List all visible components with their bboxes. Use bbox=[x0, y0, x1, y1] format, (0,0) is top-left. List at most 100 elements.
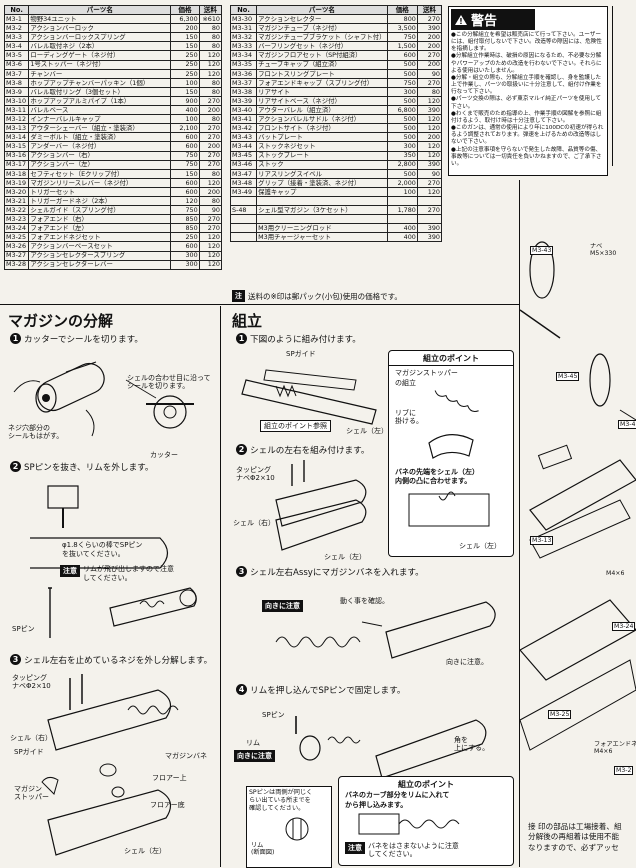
cell-part-name: フォアエンドキャップ（スプリング付） bbox=[256, 77, 388, 88]
cell-part-no: M3-11 bbox=[3, 105, 30, 116]
cell-price: 3,500 bbox=[386, 23, 418, 34]
asm-step-3: 3 シェル左右Assyにマガジンバネを入れます。 bbox=[236, 566, 424, 578]
cutter-label: カッター bbox=[150, 451, 178, 459]
rim-label: リム bbox=[246, 739, 260, 747]
direction-caution-tag: 向きに注意 bbox=[262, 600, 303, 612]
caution-text: バネをはさまないように注意 してください。 bbox=[368, 842, 459, 859]
cell-shipping: 80 bbox=[198, 23, 223, 34]
cell-shipping: 270 bbox=[416, 205, 443, 216]
cell-part-no: M3-14 bbox=[3, 132, 30, 143]
cell-shipping: 200 bbox=[416, 32, 443, 43]
cell-part-no: M3-15 bbox=[3, 141, 30, 152]
cell-price: 6,300 bbox=[170, 14, 200, 25]
svg-text:!: ! bbox=[459, 17, 463, 26]
step-number: 4 bbox=[236, 684, 247, 695]
cell-part-name: アウターシェーバー（組立・塗装済） bbox=[28, 123, 172, 134]
cell-part-name: アクションセレクタースプリング bbox=[28, 250, 172, 261]
cell-shipping: 120 bbox=[416, 114, 443, 125]
callout-m3-25: M3-25 bbox=[548, 710, 572, 719]
cell-shipping: 120 bbox=[198, 259, 223, 270]
cell-part-no: M3-38 bbox=[229, 86, 258, 97]
cell-shipping: 270 bbox=[198, 132, 223, 143]
cell-part-name: チューブキャップ（組立済） bbox=[256, 59, 388, 70]
cell-shipping: 80 bbox=[198, 195, 223, 207]
asm-step-1: 1 下図のように組み付けます。 bbox=[236, 333, 361, 345]
cell-part-name: 物野34ユニット bbox=[28, 14, 172, 25]
cell-part-no: M3-28 bbox=[3, 259, 30, 270]
cell-part-no: M3-47 bbox=[229, 168, 258, 179]
cell-part-name bbox=[256, 214, 388, 225]
cell-part-name: トリガーガードネジ（2本） bbox=[28, 195, 172, 207]
rim-cross-section-label: リム (断面図) bbox=[251, 842, 275, 856]
cell-shipping: 120 bbox=[416, 141, 443, 152]
foreend-screw-label: フォアエンドネ M4×6 bbox=[594, 741, 636, 755]
cell-shipping: 120 bbox=[416, 123, 443, 134]
step-text: シェル左右Assyにマガジンバネを入れます。 bbox=[250, 568, 424, 578]
note-text: 送料の※印は郵パック(小包)使用の価格です。 bbox=[248, 291, 402, 301]
cell-part-no: M3-18 bbox=[3, 168, 30, 179]
cell-part-name: リアサイト bbox=[256, 86, 388, 97]
cell-part-no: M3-9 bbox=[3, 86, 30, 97]
cell-part-no: M3-41 bbox=[229, 114, 258, 125]
cell-part-name: フォアエンドネジセット bbox=[28, 232, 172, 243]
point-title: 組立のポイント bbox=[389, 353, 513, 366]
cell-price: 300 bbox=[386, 86, 418, 97]
cell-shipping: 120 bbox=[198, 250, 223, 261]
rim-fix-illustration bbox=[295, 716, 487, 779]
cell-part-no: M3-27 bbox=[3, 250, 30, 261]
table-row bbox=[229, 214, 443, 225]
cell-part-name: セフティセット（Eクリップ付） bbox=[28, 168, 172, 179]
tapping-screw-label: タッピング ナベΦ2×10 bbox=[236, 466, 275, 483]
step-text: リムを押し込んでSPピンで固定します。 bbox=[250, 686, 406, 696]
cell-part-no: M3-26 bbox=[3, 241, 30, 252]
sp-pin-label: SPピン bbox=[12, 625, 35, 633]
cell-part-name: チャンバー bbox=[28, 68, 172, 79]
cell-part-name: フロントスリングプレート bbox=[256, 68, 388, 79]
cell-part-name: アクションバー（右） bbox=[28, 150, 172, 161]
cell-part-name: トリガーセット bbox=[28, 186, 172, 197]
cell-shipping: 120 bbox=[198, 68, 223, 79]
cell-shipping: 270 bbox=[198, 223, 223, 234]
cell-part-no bbox=[229, 195, 258, 207]
warning-title: 警告 bbox=[471, 14, 498, 29]
warning-item: ●上記の注意事項を守らないで発生した故障、品質等の傷、事故等については一切責任を… bbox=[451, 146, 602, 167]
mark-up-note: 角を 上にする。 bbox=[454, 736, 490, 753]
cell-shipping: 200 bbox=[416, 132, 443, 143]
cell-part-no: M3-30 bbox=[229, 14, 258, 25]
table-row bbox=[229, 195, 443, 207]
cell-part-name: アクションバー（左） bbox=[28, 159, 172, 170]
pin-note-box: SPピンは両側が同じく らい出ている所までを 確認してください。 リム (断面図… bbox=[246, 786, 332, 868]
cell-price: 500 bbox=[386, 123, 418, 134]
cell-price bbox=[386, 214, 418, 225]
cell-price: 150 bbox=[170, 86, 200, 97]
cell-part-no: M3-20 bbox=[3, 186, 30, 197]
caution-text: リムが飛び出しますので注意 してください。 bbox=[83, 565, 174, 582]
exploded-view-illustration bbox=[520, 241, 636, 751]
cell-part-name: M3用チャージャーセット bbox=[256, 232, 388, 243]
shell-right-label: シェル（右） bbox=[10, 734, 52, 742]
cell-shipping: 80 bbox=[198, 86, 223, 97]
pin-removal-illustration bbox=[30, 485, 197, 638]
cell-price: 600 bbox=[386, 50, 418, 61]
cell-part-no: M3-10 bbox=[3, 95, 30, 107]
cell-price: 600 bbox=[170, 241, 200, 252]
point-line-1: バネのカーブ部分をリムに入れて bbox=[345, 791, 450, 799]
cell-price: 1,500 bbox=[386, 41, 418, 52]
